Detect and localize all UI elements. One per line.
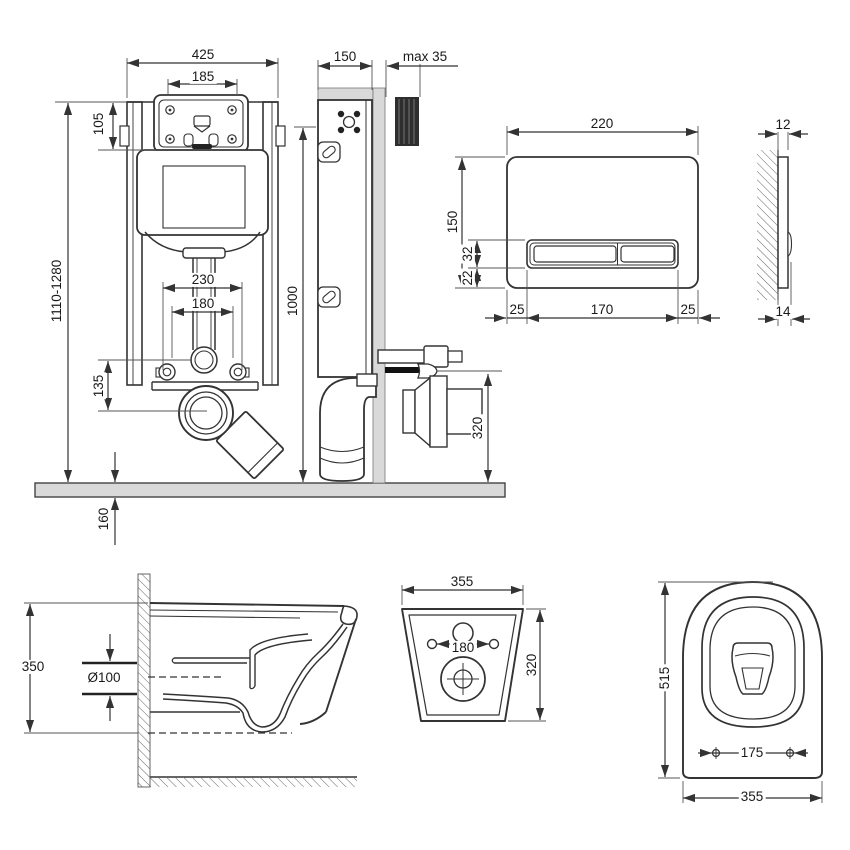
- dim-fixing-width-outer: 230: [189, 271, 217, 288]
- cistern-tank: [136, 149, 269, 259]
- dim-button-width: 170: [588, 301, 616, 318]
- dim-outlet-pipe-diameter: Ø100: [85, 669, 123, 686]
- floor-hatch: [150, 777, 357, 787]
- plate-front-dimensions: [455, 126, 720, 324]
- dim-fixing-hole-spacing: 180: [449, 639, 477, 656]
- service-opening-box: [153, 94, 249, 161]
- dim-plate-width: 220: [588, 115, 616, 132]
- flush-plate-front-view: [455, 126, 720, 324]
- waste-outlet-bend: [178, 385, 285, 480]
- cistern-frame-side-view: [294, 60, 502, 484]
- dim-button-height: 32: [459, 244, 476, 264]
- dim-service-opening-height: 105: [90, 110, 107, 138]
- fixing-hole-right: [488, 638, 500, 650]
- dim-plate-thickness: 12: [773, 116, 793, 133]
- dim-plate-thickness-button: 14: [773, 303, 793, 320]
- dim-plate-height: 150: [444, 208, 461, 236]
- frame-side-dimensions: [294, 60, 502, 482]
- flush-plate-mount: [337, 110, 361, 134]
- button-bump: [787, 231, 793, 257]
- dim-frame-depth: 150: [331, 48, 359, 65]
- dim-bowl-rear-width: 355: [448, 573, 476, 590]
- flush-buttons: [526, 239, 679, 269]
- finished-wall-block: [395, 97, 419, 146]
- bowl-top-view: [658, 581, 823, 803]
- dim-bowl-height: 350: [19, 658, 47, 675]
- waste-outlet-connector: [402, 375, 483, 448]
- dim-waste-outlet-height: 320: [469, 414, 486, 442]
- wall-strip: [372, 87, 386, 484]
- outlet-hole: [440, 656, 486, 702]
- dim-frame-overall-width: 425: [189, 46, 217, 63]
- fixing-slot-lower: [317, 286, 341, 308]
- wall-hatch: [137, 573, 151, 788]
- dim-floor-recess: 160: [95, 505, 112, 533]
- dim-bowl-rear-height: 320: [523, 651, 540, 679]
- bowl-profile: [148, 602, 358, 734]
- bowl-side-section-view: [24, 573, 358, 788]
- frame-front-dimensions: [55, 58, 279, 545]
- flush-plate-side-view: [757, 128, 810, 326]
- dim-seat-fixing-spacing: 175: [738, 744, 766, 761]
- dim-outlet-drop: 135: [90, 372, 107, 400]
- outlet-funnel: [731, 642, 774, 695]
- dim-flush-height: 1000: [284, 283, 301, 319]
- fixing-hole-left: [426, 638, 438, 650]
- fixing-slot-upper: [317, 141, 341, 163]
- cistern-frame-front-view: [55, 58, 286, 545]
- water-supply-connection: [377, 345, 463, 379]
- dim-wall-lining-max: max 35: [400, 48, 450, 65]
- dim-bowl-top-width: 355: [738, 788, 766, 805]
- flush-bend-elbow: [319, 373, 378, 482]
- dim-frame-height-range: 1110-1280: [48, 257, 65, 325]
- dim-bowl-depth: 515: [656, 664, 673, 692]
- dim-fixing-width-inner: 180: [189, 295, 217, 312]
- dim-button-margin-left: 25: [507, 301, 527, 318]
- dim-button-margin-right: 25: [678, 301, 698, 318]
- floor-slab: [34, 482, 506, 498]
- bowl-rear-view: [401, 585, 546, 722]
- dim-service-opening-width: 185: [189, 68, 217, 85]
- dim-button-bottom-offset: 22: [459, 268, 476, 288]
